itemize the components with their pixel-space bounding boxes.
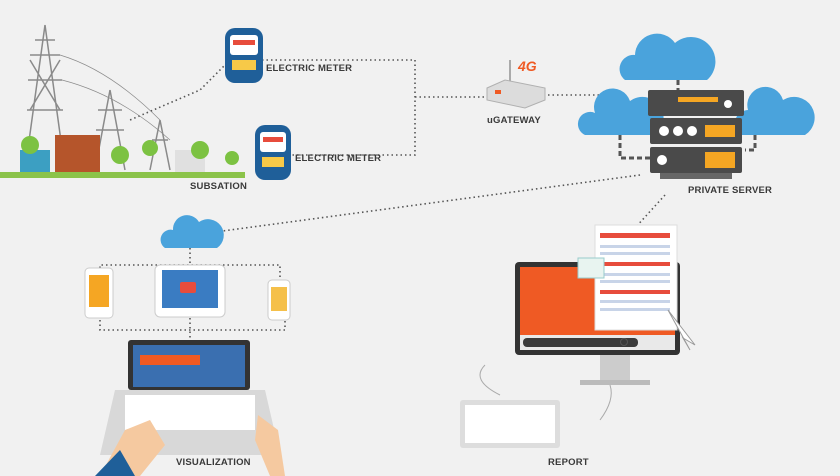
meter-2-label: ELECTRIC METER (295, 153, 382, 164)
line-meters-loop (262, 59, 416, 156)
line-substation-meter1 (129, 59, 231, 121)
substation-illustration (0, 24, 245, 178)
mobile-devices-icons (84, 264, 291, 321)
connection-lines (99, 59, 666, 340)
report-workstation-illustration (460, 224, 696, 448)
line-devices-laptop (99, 318, 286, 340)
server-label: PRIVATE SERVER (688, 185, 773, 196)
4g-signal-label: 4G (518, 58, 537, 74)
meter-1-label: ELECTRIC METER (266, 63, 353, 74)
private-server-icon (648, 90, 744, 179)
line-server-report (634, 194, 666, 229)
electric-meter-1-icon (225, 28, 263, 83)
laptop-illustration (95, 340, 285, 476)
visualization-label: VISUALIZATION (176, 457, 251, 468)
gateway-label: uGATEWAY (487, 115, 541, 126)
report-label: REPORT (548, 457, 589, 468)
electric-meter-2-icon (255, 125, 291, 180)
substation-label: SUBSATION (190, 181, 248, 192)
gateway-device-icon (486, 60, 546, 109)
cloud-icons (160, 33, 815, 248)
line-server-cloud (214, 174, 641, 233)
line-cloud-devices (99, 264, 281, 280)
